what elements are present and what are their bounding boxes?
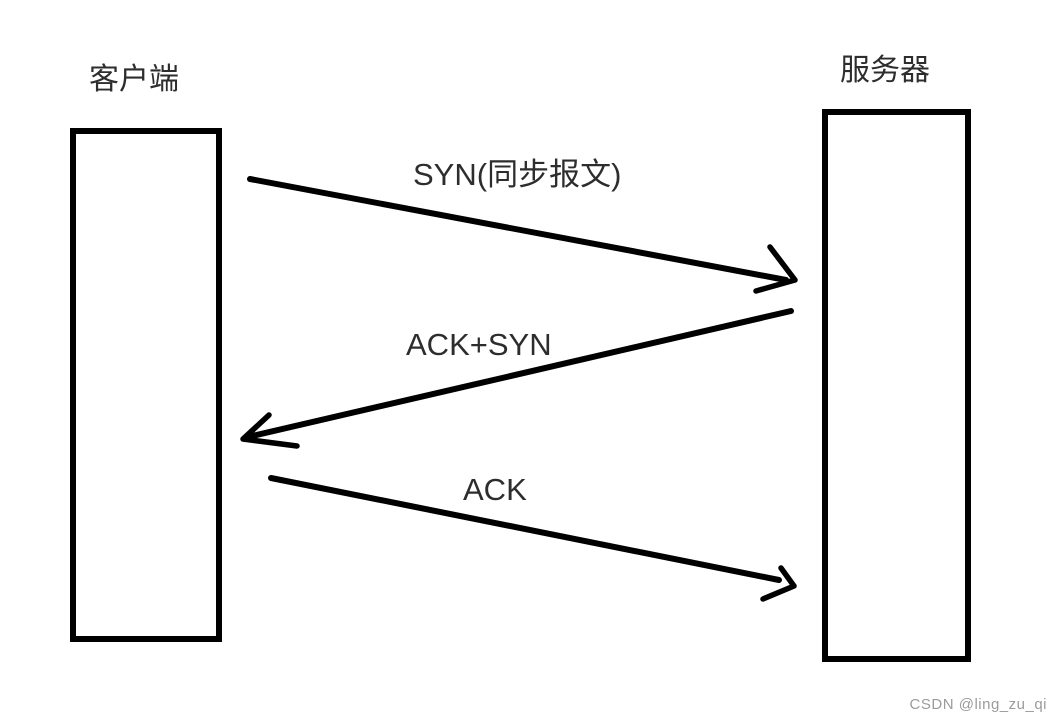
syn-message-label: SYN(同步报文) [413, 157, 622, 192]
server-label: 服务器 [840, 54, 930, 87]
server-lifeline-box [822, 109, 971, 662]
client-lifeline-box [70, 128, 222, 642]
ack-message-label: ACK [463, 472, 527, 507]
csdn-watermark: CSDN @ling_zu_qi [909, 696, 1047, 713]
ack-syn-message-label: ACK+SYN [406, 327, 552, 362]
syn-arrow-head [753, 244, 798, 294]
syn-arrow-line [247, 176, 789, 283]
client-label: 客户端 [89, 63, 179, 96]
ack-arrow-head [760, 565, 797, 602]
ack-syn-arrow-head [240, 412, 300, 449]
